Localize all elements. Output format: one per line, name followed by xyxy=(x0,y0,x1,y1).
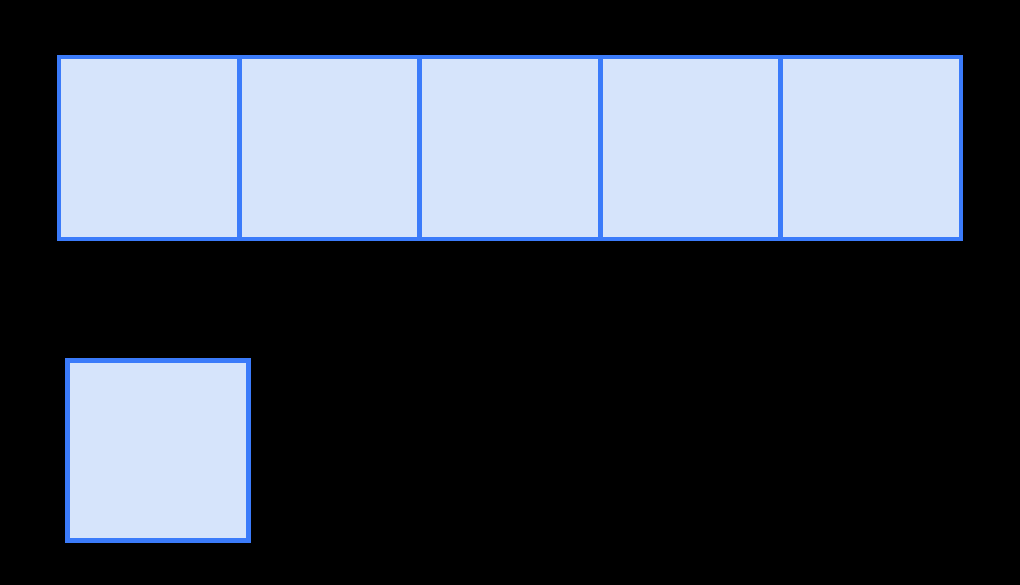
unit-square[interactable] xyxy=(65,358,251,543)
bar-cell-4[interactable] xyxy=(600,57,781,239)
bar-cell-3[interactable] xyxy=(420,57,600,239)
bar-cell-2[interactable] xyxy=(239,57,420,239)
bar-cell-1[interactable] xyxy=(59,57,239,239)
partitioned-bar xyxy=(57,55,963,241)
bar-cell-5[interactable] xyxy=(781,57,961,239)
